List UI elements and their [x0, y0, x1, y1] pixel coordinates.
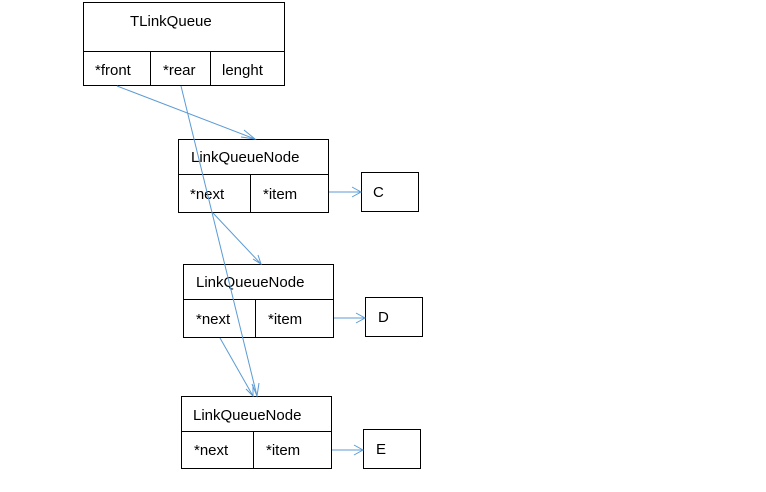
- node-3-item: *item: [266, 442, 301, 459]
- arrow-next1-to-node2-head: [252, 254, 262, 266]
- node-3-fields-row: *next *item: [182, 431, 331, 469]
- field-length: lenght: [222, 62, 263, 79]
- node-2-next: *next: [184, 300, 256, 338]
- arrow-next2-to-node3: [219, 337, 254, 397]
- field-front: *front: [84, 52, 151, 86]
- value-e: E: [376, 441, 387, 458]
- arrow-item1-to-c-head: [351, 186, 363, 198]
- queue-struct: TLinkQueue *front *rear lenght: [83, 2, 285, 86]
- arrow-front-to-node1-head: [240, 129, 257, 140]
- value-c: C: [373, 184, 384, 201]
- arrow-next2-to-node3-head: [245, 385, 254, 398]
- value-box-e: E: [363, 429, 421, 469]
- arrow-item3-to-e-head: [353, 444, 365, 456]
- node-3-next: *next: [182, 432, 254, 469]
- node-2-title: LinkQueueNode: [196, 274, 305, 291]
- value-d: D: [378, 309, 389, 326]
- arrow-item2-to-d-head: [355, 312, 367, 324]
- arrow-front-to-node1: [116, 85, 256, 140]
- arrow-next1-to-node2: [212, 212, 262, 265]
- queue-title: TLinkQueue: [130, 13, 212, 30]
- node-2-fields-row: *next *item: [184, 299, 333, 338]
- value-box-d: D: [365, 297, 423, 337]
- arrow-rear-to-node3: [180, 85, 258, 397]
- node-3: LinkQueueNode *next *item: [181, 396, 332, 469]
- node-1-item: *item: [263, 186, 298, 203]
- queue-fields-row: *front *rear lenght: [84, 51, 284, 86]
- node-2-item: *item: [268, 311, 303, 328]
- node-3-title: LinkQueueNode: [193, 407, 302, 424]
- node-1-title: LinkQueueNode: [191, 149, 300, 166]
- arrow-rear-to-node3-head: [251, 382, 260, 398]
- field-rear: *rear: [151, 52, 211, 86]
- node-2: LinkQueueNode *next *item: [183, 264, 334, 338]
